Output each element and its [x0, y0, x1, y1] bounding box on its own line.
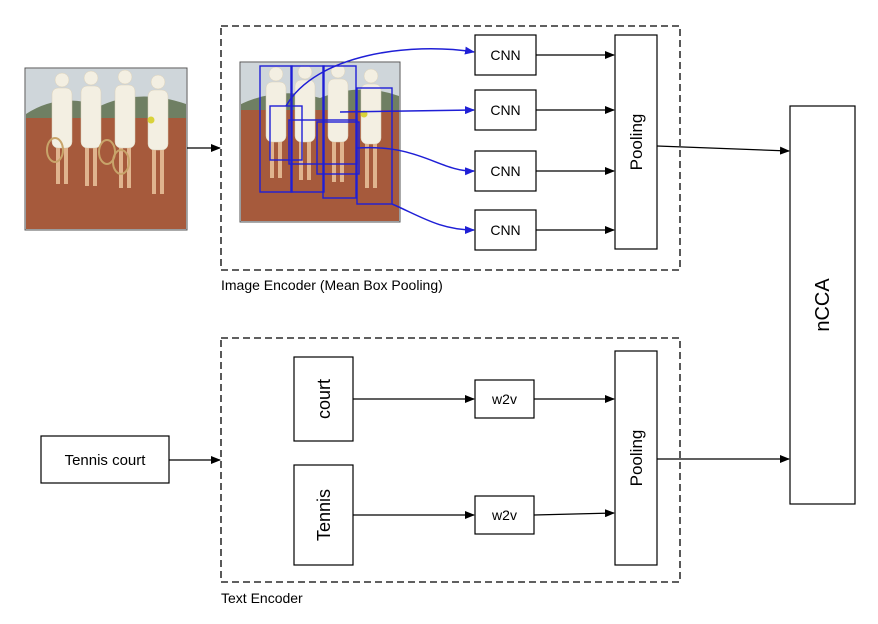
proposal-box — [322, 65, 357, 199]
region-arrow — [391, 203, 475, 234]
w2v-block: w2v — [474, 495, 535, 535]
proposal-photo — [239, 61, 401, 223]
proposal-box — [259, 65, 293, 193]
ncca-label: nCCA — [812, 278, 834, 332]
region-arrow — [285, 46, 475, 107]
cnn-block: CNN — [474, 209, 537, 251]
w2v-block: w2v — [474, 379, 535, 419]
arrow — [533, 509, 615, 518]
text-input-block: Tennis court — [40, 435, 170, 484]
text-pooling-block: Pooling — [614, 350, 658, 566]
input-arrows — [169, 144, 221, 464]
word-label: Tennis — [314, 489, 334, 541]
region-to-cnn-arrows — [285, 46, 475, 234]
w2v-label: w2v — [491, 391, 517, 407]
text-pooling-label: Pooling — [627, 430, 646, 487]
word-label: court — [314, 379, 334, 419]
region-arrow — [339, 106, 475, 115]
region-arrow — [356, 146, 475, 176]
proposal-box — [290, 65, 325, 193]
ncca-block: nCCA — [789, 105, 856, 505]
cnn-block: CNN — [474, 89, 537, 131]
region-proposals — [259, 65, 393, 205]
image-encoder-caption: Image Encoder (Mean Box Pooling) — [221, 277, 443, 293]
arrow — [656, 145, 790, 155]
cnn-label: CNN — [490, 163, 520, 179]
cnn-blocks: CNN CNN CNN CNN — [474, 34, 537, 251]
input-photo — [24, 67, 188, 231]
text-encoder-caption: Text Encoder — [221, 590, 303, 606]
text-input-label: Tennis court — [65, 452, 147, 469]
word-block: Tennis — [293, 464, 354, 566]
cnn-label: CNN — [490, 222, 520, 238]
image-pooling-label: Pooling — [627, 114, 646, 171]
pooling-to-ncca-arrows — [656, 145, 790, 463]
cnn-block: CNN — [474, 34, 537, 76]
w2v-to-pooling-arrows — [533, 395, 615, 518]
w2v-label: w2v — [491, 507, 517, 523]
word-block: court — [293, 356, 354, 442]
text-encoder: Text Encoder court Tennis w2v w2v Poo — [220, 337, 681, 606]
proposal-box — [288, 119, 358, 165]
image-pooling-block: Pooling — [614, 34, 658, 250]
image-encoder: Image Encoder (Mean Box Pooling) — [220, 25, 681, 293]
word-to-w2v-arrows — [353, 395, 475, 519]
cnn-block: CNN — [474, 150, 537, 192]
text-encoder-boundary — [220, 337, 681, 583]
cnn-label: CNN — [490, 47, 520, 63]
cnn-to-pooling-arrows — [536, 51, 615, 234]
cnn-label: CNN — [490, 102, 520, 118]
